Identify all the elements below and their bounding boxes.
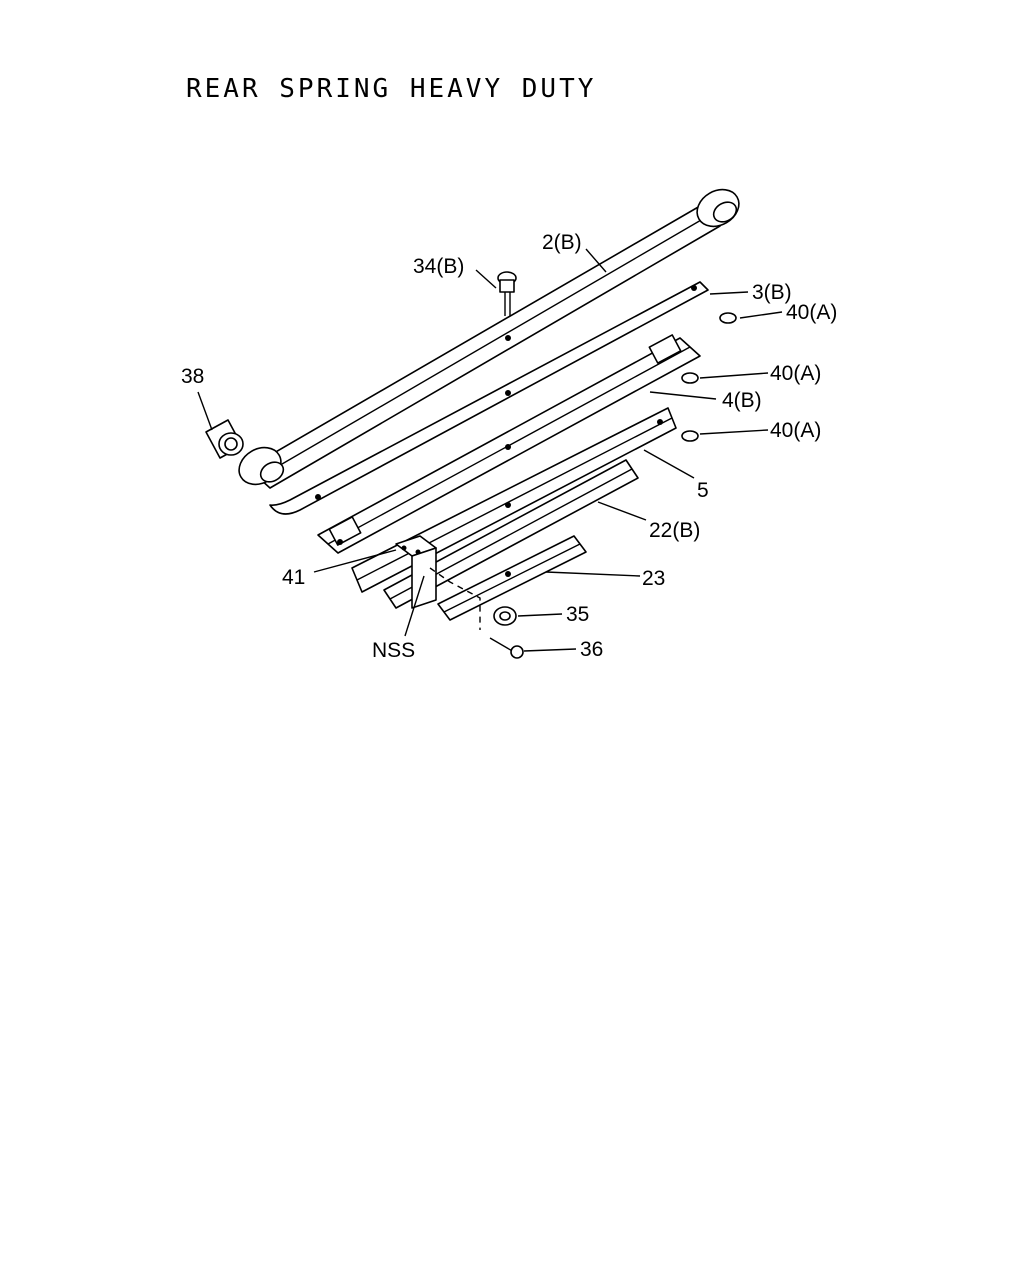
callout-nss: NSS — [372, 639, 415, 662]
leader-nss — [404, 575, 425, 637]
callout-40a-1: 40(A) — [786, 301, 837, 324]
leader-36 — [523, 648, 577, 652]
callout-23: 23 — [642, 567, 665, 590]
rebound-pads-40a — [681, 312, 737, 442]
callout-40a-3: 40(A) — [770, 419, 821, 442]
main-leaf-2b — [238, 188, 740, 489]
callout-36: 36 — [580, 638, 603, 661]
callout-2b: 2(B) — [542, 231, 582, 254]
leader-2b — [585, 248, 607, 273]
leader-40a-1 — [739, 311, 783, 319]
leader-35 — [517, 613, 563, 617]
leader-41 — [313, 549, 397, 573]
leaf-3b — [269, 281, 709, 515]
alignment-leader — [429, 567, 481, 630]
bolt-36 — [489, 637, 524, 659]
leader-4b — [649, 391, 717, 400]
callout-41: 41 — [282, 566, 305, 589]
callout-3b: 3(B) — [752, 281, 792, 304]
bushing-38 — [205, 419, 244, 459]
leaf-23 — [437, 535, 587, 621]
page-title: REAR SPRING HEAVY DUTY — [186, 74, 597, 104]
leader-34b — [475, 269, 497, 289]
callout-38: 38 — [181, 365, 204, 388]
callout-4b: 4(B) — [722, 389, 762, 412]
callout-40a-2: 40(A) — [770, 362, 821, 385]
leader-40a-3 — [699, 429, 769, 435]
leaf-4b — [317, 334, 701, 554]
callout-35: 35 — [566, 603, 589, 626]
leader-38 — [197, 391, 213, 431]
callout-22b: 22(B) — [649, 519, 700, 542]
leader-40a-2 — [699, 372, 769, 379]
center-bolt-34b — [497, 271, 517, 316]
leader-5 — [643, 449, 695, 479]
leader-3b — [709, 291, 749, 295]
nut-35 — [493, 606, 517, 626]
callout-34b: 34(B) — [413, 255, 464, 278]
leader-23 — [545, 571, 641, 577]
leader-22b — [597, 501, 647, 521]
callout-5: 5 — [697, 479, 709, 502]
